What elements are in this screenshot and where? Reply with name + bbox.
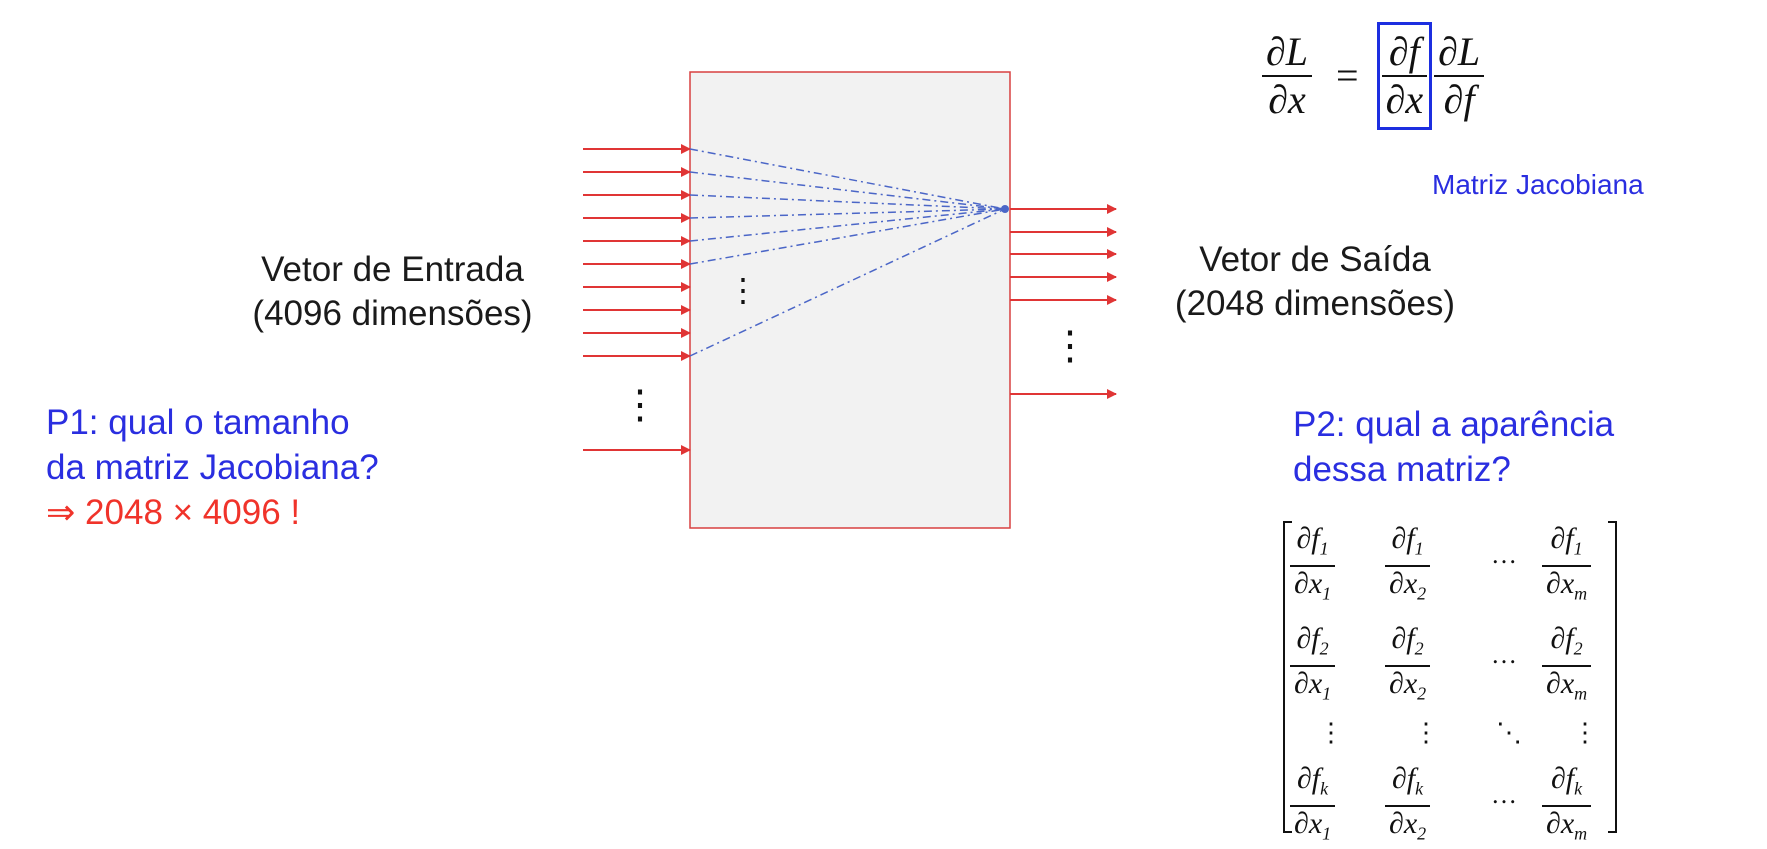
input-arrows bbox=[583, 144, 691, 455]
input-ellipsis-inside: ⋮ bbox=[727, 272, 759, 308]
fan-line bbox=[689, 208, 1006, 357]
output-node-dot bbox=[1001, 205, 1009, 213]
df-dx-numerator: ∂f bbox=[1388, 29, 1420, 74]
jacobian-fan-lines bbox=[689, 148, 1006, 357]
matrix-entry: ∂f2∂x1 bbox=[1290, 622, 1336, 711]
chain-rule-equation: ∂L ∂x = ∂f ∂x ∂L ∂f bbox=[1262, 22, 1485, 130]
fan-line bbox=[689, 194, 1006, 210]
matrix-entry: ∂f2∂x2 bbox=[1385, 622, 1431, 711]
matrix-diagonal-ellipsis: ⋱ bbox=[1496, 718, 1522, 747]
matrix-entry: ∂f1∂x1 bbox=[1290, 522, 1336, 611]
dl-dx-numerator: ∂L bbox=[1266, 29, 1309, 74]
question-2-line-1: P2: qual a aparência bbox=[1293, 405, 1615, 444]
question-1-answer: ⇒ 2048 × 4096 ! bbox=[46, 493, 301, 532]
matrix-row-ellipsis: … bbox=[1491, 640, 1517, 669]
dl-df-numerator: ∂L bbox=[1438, 29, 1481, 74]
matrix-column-ellipsis: ⋮ bbox=[1318, 718, 1344, 747]
output-vector-dims: (2048 dimensões) bbox=[1174, 284, 1456, 323]
input-vector-label: Vetor de Entrada (4096 dimensões) bbox=[210, 248, 575, 336]
matrix-entry: ∂f1∂xm bbox=[1542, 522, 1592, 611]
question-1-line-1: P1: qual o tamanho bbox=[46, 403, 350, 442]
jacobian-highlight-box: ∂f ∂x bbox=[1376, 22, 1433, 130]
matrix-column-ellipsis: ⋮ bbox=[1572, 718, 1598, 747]
input-ellipsis-outside: ⋮ bbox=[620, 382, 660, 427]
input-vector-dims: (4096 dimensões) bbox=[252, 294, 533, 333]
output-vector-title: Vetor de Saída bbox=[1199, 240, 1431, 279]
matrix-entry: ∂fk∂x2 bbox=[1385, 762, 1431, 849]
df-dx-denominator: ∂x bbox=[1385, 77, 1424, 122]
question-1-line-2: da matriz Jacobiana? bbox=[46, 448, 379, 487]
question-2-line-2: dessa matriz? bbox=[1293, 450, 1511, 489]
jacobian-matrix: ∂f1∂x1∂f1∂x2…∂f1∂xm∂f2∂x1∂f2∂x2…∂f2∂xm∂f… bbox=[1280, 518, 1620, 844]
fan-line bbox=[689, 171, 1006, 210]
matrix-entry: ∂fk∂xm bbox=[1542, 762, 1592, 849]
jacobian-caption: Matriz Jacobiana bbox=[1432, 169, 1644, 200]
question-2: P2: qual a aparência dessa matriz? bbox=[1293, 402, 1614, 492]
matrix-row-ellipsis: … bbox=[1491, 540, 1517, 569]
equals-sign: = bbox=[1336, 53, 1359, 98]
layer-box bbox=[689, 71, 1011, 529]
matrix-entry: ∂f1∂x2 bbox=[1385, 522, 1431, 611]
dl-dx-fraction: ∂L ∂x bbox=[1262, 29, 1313, 123]
question-1: P1: qual o tamanho da matriz Jacobiana? … bbox=[46, 400, 379, 535]
fan-line bbox=[689, 208, 1006, 219]
matrix-brackets bbox=[1283, 521, 1617, 833]
matrix-column-ellipsis: ⋮ bbox=[1413, 718, 1439, 747]
matrix-entry: ∂f2∂xm bbox=[1542, 622, 1592, 711]
output-vector-label: Vetor de Saída (2048 dimensões) bbox=[1130, 238, 1500, 326]
matrix-row-ellipsis: … bbox=[1491, 780, 1517, 809]
dl-df-denominator: ∂f bbox=[1443, 77, 1475, 122]
dl-df-fraction: ∂L ∂f bbox=[1434, 29, 1485, 123]
matrix-entry: ∂fk∂x1 bbox=[1290, 762, 1336, 849]
output-ellipsis: ⋮ bbox=[1050, 323, 1090, 368]
dl-dx-denominator: ∂x bbox=[1268, 77, 1306, 122]
input-vector-title: Vetor de Entrada bbox=[261, 250, 524, 289]
output-arrows bbox=[1010, 204, 1117, 399]
